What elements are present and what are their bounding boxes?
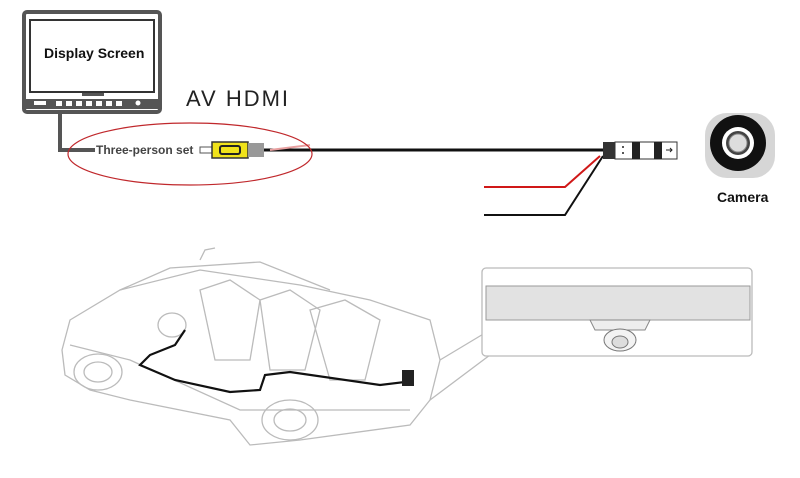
- cable-type-label: AV HDMI: [186, 86, 291, 111]
- monitor-icon: [22, 10, 162, 114]
- car-outline-illustration: [61, 247, 491, 446]
- cable-highlight: [269, 144, 311, 151]
- monitor-cable: [58, 110, 96, 152]
- rca-plug-icon: [199, 141, 264, 159]
- camera-icon: [705, 113, 775, 178]
- red-power-wire: [484, 155, 601, 188]
- camera-mount-detail: [481, 267, 753, 357]
- display-screen-label: Display Screen: [44, 45, 145, 61]
- black-ground-wire: [484, 155, 604, 216]
- camera-label: Camera: [717, 189, 769, 205]
- highlight-ellipse: [67, 122, 313, 186]
- rear-camera-mount: [402, 370, 414, 386]
- routed-cable: [138, 329, 411, 394]
- three-person-set-label: Three-person set: [95, 143, 195, 157]
- camera-connector-icon: [603, 141, 678, 160]
